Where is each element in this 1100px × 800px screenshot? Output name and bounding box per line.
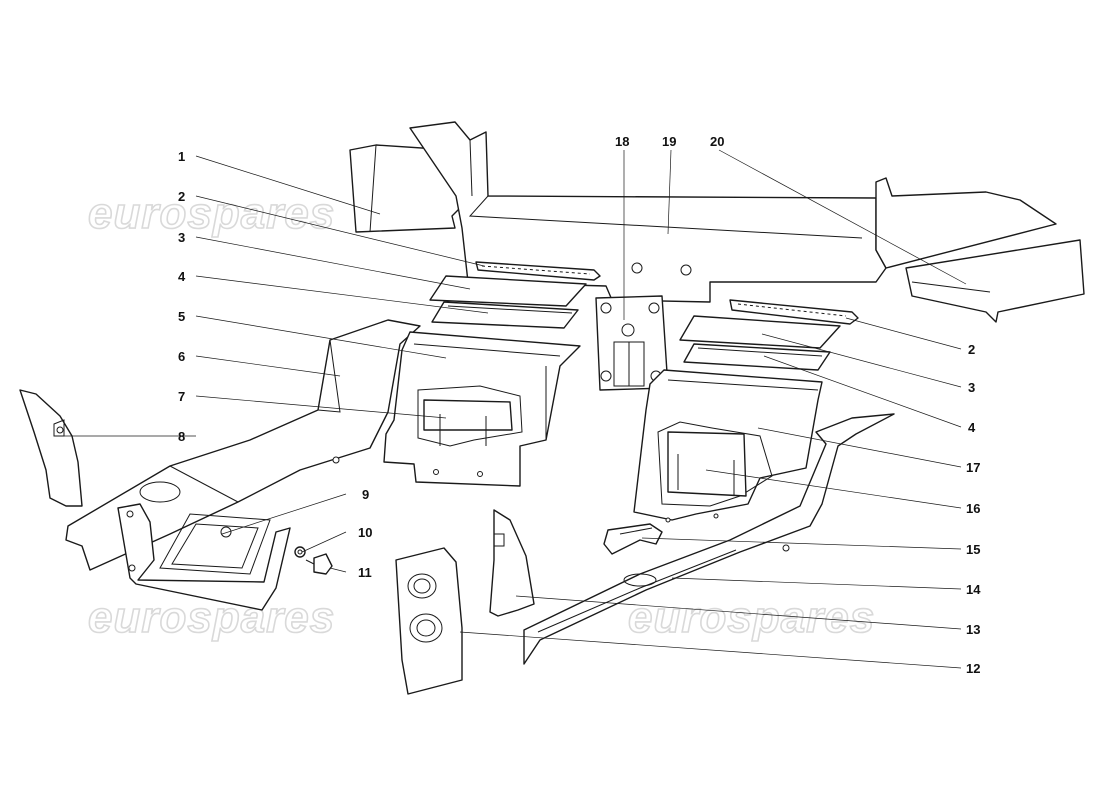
part-19-bulkhead [409,121,887,303]
callout-label: 20 [710,134,724,149]
callout-label: 14 [966,582,981,597]
part-3-right-plate [679,315,841,349]
part-6-left-sill [65,319,421,571]
part-11-bolt [305,553,333,575]
callout-label: 8 [178,429,185,444]
part-2-right-strip [729,299,859,325]
part-9-left-frame [117,503,291,611]
part-20-right-panel [875,177,1085,323]
part-8-left-bracket [19,389,83,507]
part-4-left-plate [431,301,579,329]
callout-label: 10 [358,525,372,540]
callout-label: 4 [178,269,186,284]
callout-label: 17 [966,460,980,475]
part-5-left-tub [383,331,581,487]
callout-label: 4 [968,420,976,435]
callout-label: 6 [178,349,185,364]
callout-label: 9 [362,487,369,502]
part-3-left-plate [429,275,587,307]
watermark-bottom-right: eurospares [628,593,875,642]
part-4-right-plate [683,343,831,371]
callout-label: 2 [968,342,975,357]
part-14-right-sill [523,413,895,665]
callout-label: 15 [966,542,980,557]
callout-label: 12 [966,661,980,676]
leader-lines [62,149,967,669]
callout-label: 1 [178,149,185,164]
part-10-washer [294,546,306,558]
part-2-left-strip [475,261,601,281]
callout-label: 11 [358,565,372,580]
callout-label: 16 [966,501,980,516]
callout-label: 3 [968,380,975,395]
watermark-top-left: eurospares [88,189,335,238]
part-17-right-tub [633,369,823,523]
callout-label: 5 [178,309,185,324]
callout-labels: 1 2 3 4 5 6 7 8 9 10 11 2 3 4 17 16 15 1… [178,134,981,676]
part-15-channel [603,523,663,555]
callout-label: 19 [662,134,676,149]
callout-label: 18 [615,134,629,149]
part-12-panel [395,547,463,695]
callout-label: 7 [178,389,185,404]
callout-label: 13 [966,622,980,637]
part-13-right-bracket [489,509,535,617]
callout-label: 3 [178,230,185,245]
watermark-bottom-left: eurospares [88,593,335,642]
callout-label: 2 [178,189,185,204]
